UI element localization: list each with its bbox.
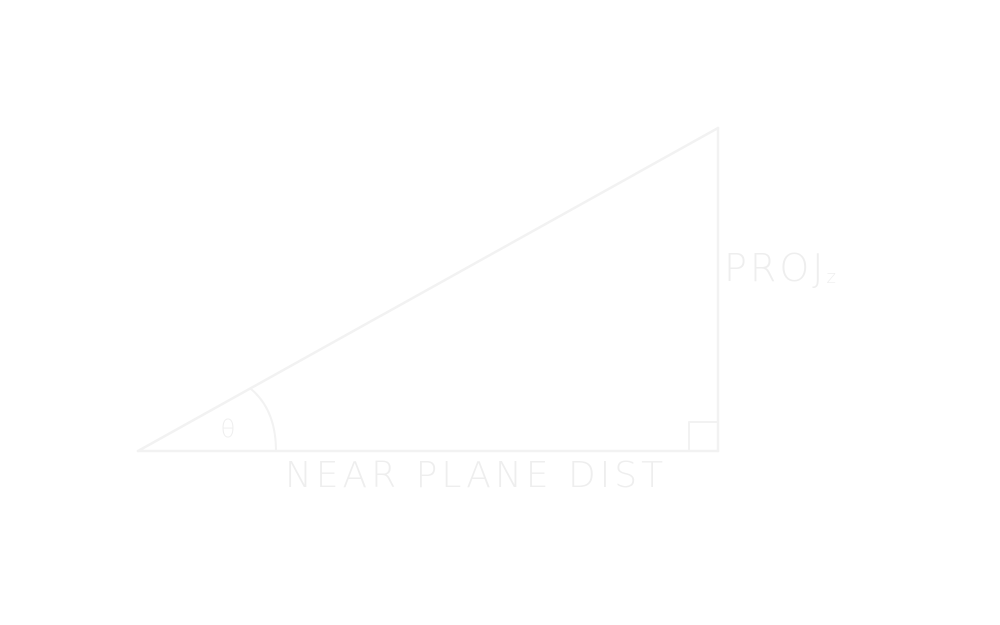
angle-label: θ [221,415,236,443]
vertical-side-label-subscript: z [826,267,838,288]
base-label: NEAR PLANE DIST [285,455,667,496]
right-angle-marker [688,421,719,452]
hypotenuse-line [136,126,720,453]
angle-arc [250,388,277,452]
vertical-side-label: PROJz [724,246,839,290]
vertical-side-label-main: PROJ [724,246,826,290]
